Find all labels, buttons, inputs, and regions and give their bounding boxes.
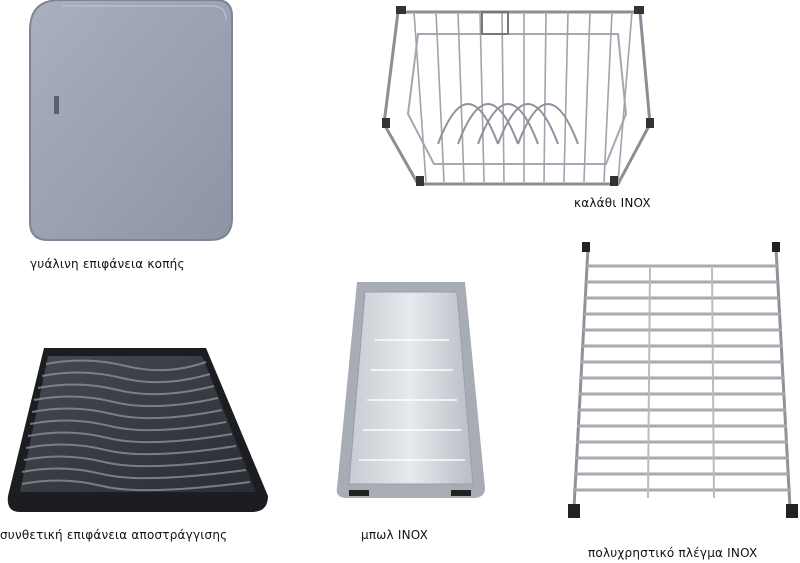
wire-grid-caption: πολυχρηστικό πλέγμα INOX xyxy=(588,546,758,560)
bowl-caption: μπωλ INOX xyxy=(361,528,429,542)
wire-grid-image xyxy=(560,238,800,528)
brand-mark xyxy=(54,96,59,114)
wire-basket-image xyxy=(378,4,663,194)
drainer-mat-image xyxy=(6,346,268,516)
wire-basket-caption: καλάθι INOX xyxy=(574,196,651,210)
bowl-image xyxy=(335,280,485,502)
glass-board-caption: γυάλινη επιφάνεια κοπής xyxy=(30,257,185,271)
drainer-mat-caption: συνθετική επιφάνεια αποστράγγισης xyxy=(0,528,228,542)
glass-cutting-board-image xyxy=(28,0,243,245)
